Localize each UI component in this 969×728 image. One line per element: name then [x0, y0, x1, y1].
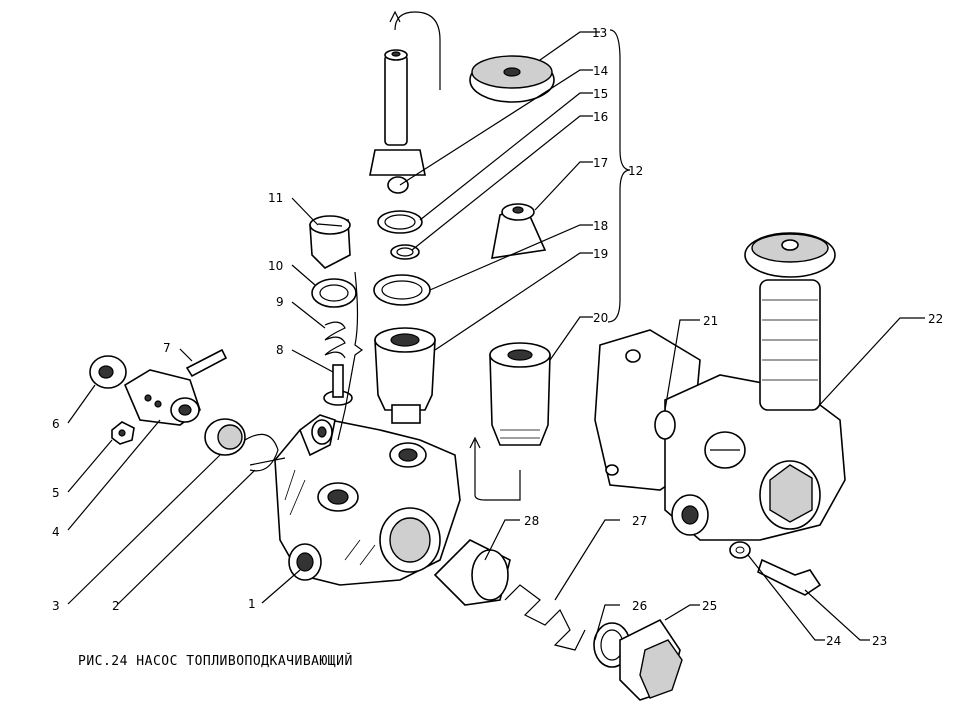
label-24: 24: [826, 634, 841, 648]
figure-caption: РИС.24 НАСОС ТОПЛИВОПОДКАЧИВАЮЩИЙ: [78, 654, 353, 669]
label-5: 5: [52, 486, 60, 500]
small-parts-bottom: [433, 539, 822, 701]
label-14: 14: [593, 64, 608, 78]
pump-body-right: [594, 232, 846, 541]
label-1: 1: [248, 597, 256, 611]
leader-lines: [67, 29, 925, 641]
label-18: 18: [593, 219, 608, 233]
label-12: 12: [628, 164, 643, 178]
label-11: 11: [268, 191, 283, 205]
label-3: 3: [52, 599, 60, 613]
label-23: 23: [872, 634, 887, 648]
label-22: 22: [928, 312, 943, 326]
label-10: 10: [268, 259, 283, 273]
callout-labels: 1 2 3 4 5 6 7 8 9 10 11 12 13 14 15 16 1…: [52, 26, 943, 648]
label-25: 25: [702, 599, 717, 613]
label-9: 9: [276, 295, 284, 309]
label-4: 4: [52, 525, 60, 539]
pump-body-left: [274, 414, 461, 586]
label-26: 26: [632, 599, 647, 613]
label-19: 19: [593, 247, 608, 261]
label-21: 21: [703, 314, 718, 328]
label-17: 17: [593, 156, 608, 170]
label-8: 8: [276, 343, 284, 357]
label-6: 6: [52, 417, 60, 431]
label-27: 27: [632, 514, 647, 528]
label-28: 28: [524, 514, 539, 528]
label-7: 7: [163, 341, 171, 355]
label-13: 13: [592, 26, 607, 40]
label-20: 20: [593, 311, 608, 325]
label-2: 2: [112, 599, 120, 613]
label-15: 15: [593, 87, 608, 101]
label-16: 16: [593, 110, 608, 124]
valve-stack: [369, 10, 555, 501]
small-parts-left: [89, 215, 357, 472]
